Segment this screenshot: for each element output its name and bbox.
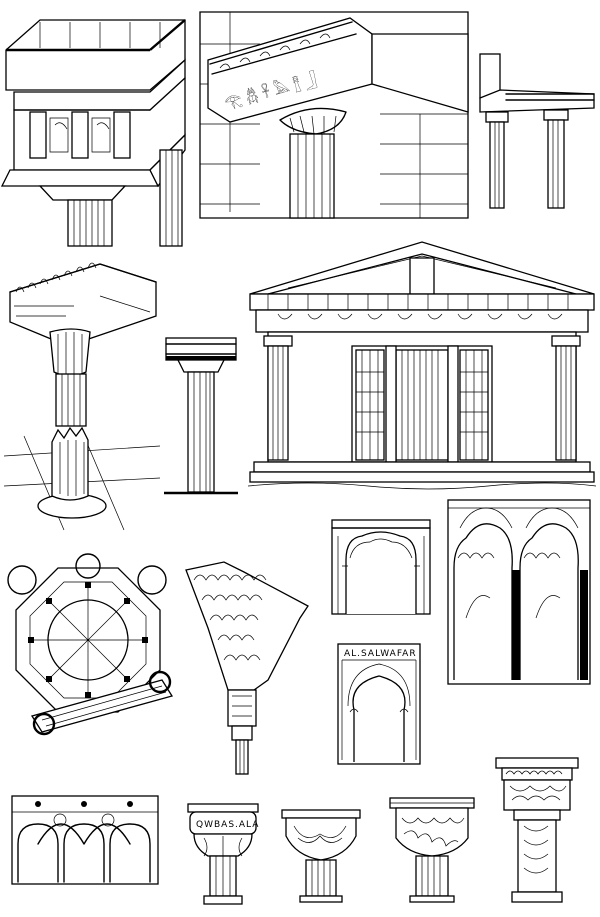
capital-inscription: QWBAS.ALA: [196, 820, 259, 830]
octagonal-church-ground-plan: [2, 553, 176, 756]
moorish-horseshoe-arch-gate: [330, 516, 432, 616]
column-elevation-with-architrave: [476, 50, 595, 210]
muqarnas-stalactite-capital: [184, 560, 312, 776]
etruscan-temple-facade: [247, 241, 597, 490]
doorway-inscription: AL.SALWAFAR: [344, 649, 417, 659]
moorish-arcade-with-slender-columns: [446, 498, 592, 686]
doric-column-elevation: [164, 336, 238, 496]
interlaced-arch-frieze: [10, 794, 160, 886]
leaf-capital: [280, 808, 362, 904]
foliated-capital: [388, 796, 476, 904]
egyptian-cornice-with-lotus-capital: 𓂀 𓆣 𓋹 𓅓 𓊽 𓃀: [199, 4, 469, 219]
lotus-bundle-capital-and-cornice: [3, 256, 161, 531]
capital-with-inscription-band: QWBAS.ALA: [184, 802, 262, 906]
ornamented-capital-on-shaft: [494, 756, 580, 904]
greek-entablature-corner: [0, 0, 192, 247]
horseshoe-arch-doorway: AL.SALWAFAR: [336, 642, 422, 766]
